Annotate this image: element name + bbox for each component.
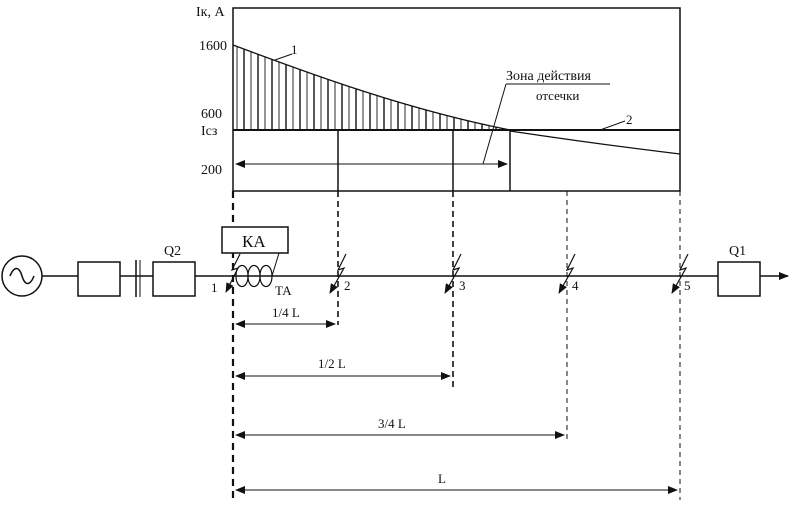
graph-frame bbox=[232, 7, 681, 192]
fault-current-curve bbox=[232, 44, 511, 131]
fault-arrow-icon bbox=[444, 253, 462, 294]
curve-2-leader bbox=[599, 120, 626, 131]
curve-1-leader bbox=[274, 53, 293, 61]
fault-point-label: 3 bbox=[459, 278, 466, 293]
relay-box bbox=[221, 226, 289, 254]
fault-arrow-icon bbox=[558, 253, 576, 294]
tick-label-icz: Icз bbox=[201, 124, 218, 139]
dimension-full-label: L bbox=[438, 471, 446, 486]
circuit-line: Q2 КА ТА Q1 1 2 3 4 bbox=[1, 226, 789, 298]
fault-current-curve-continuation bbox=[509, 130, 681, 155]
fault-point-5: 5 bbox=[671, 253, 691, 294]
fault-point-3: 3 bbox=[444, 253, 466, 294]
curve-2-label: 2 bbox=[626, 112, 633, 127]
tick-label-1600: 1600 bbox=[199, 39, 227, 54]
fault-point-label: 1 bbox=[211, 280, 218, 295]
reactor-box bbox=[77, 261, 121, 297]
current-graph: Iк, А 1600 600 Icз 200 1 2 Зона действия… bbox=[196, 5, 681, 192]
fault-point-label: 2 bbox=[344, 278, 351, 293]
cutoff-hatch-area bbox=[236, 46, 497, 130]
dimension-quarter-label: 1/4 L bbox=[272, 305, 300, 320]
zone-label-leader bbox=[482, 83, 507, 165]
zone-label-line1: Зона действия bbox=[506, 69, 591, 84]
fault-arrow-icon bbox=[225, 253, 241, 293]
ct-label: ТА bbox=[275, 283, 292, 298]
tick-label-200: 200 bbox=[201, 163, 222, 178]
tick-label-600: 600 bbox=[201, 107, 222, 122]
current-transformer-icon bbox=[235, 252, 280, 288]
breaker-q2 bbox=[152, 261, 196, 297]
fault-point-2: 2 bbox=[329, 253, 351, 294]
dimension-lines: 1/4 L 1/2 L 3/4 L L bbox=[235, 305, 678, 494]
fault-point-4: 4 bbox=[558, 253, 579, 294]
dimension-three-quarter-label: 3/4 L bbox=[378, 416, 406, 431]
breaker-q2-label: Q2 bbox=[164, 244, 181, 259]
fault-point-1: 1 bbox=[211, 253, 241, 295]
fault-point-label: 5 bbox=[684, 278, 691, 293]
projection-lines bbox=[231, 191, 681, 500]
fault-arrow-icon bbox=[671, 253, 689, 294]
fault-arrow-icon bbox=[329, 253, 347, 294]
y-axis-label: Iк, А bbox=[196, 5, 225, 20]
relay-label: КА bbox=[242, 232, 266, 251]
generator-icon bbox=[1, 255, 43, 297]
fault-point-label: 4 bbox=[572, 278, 579, 293]
breaker-q1 bbox=[717, 261, 761, 297]
dimension-half-label: 1/2 L bbox=[318, 356, 346, 371]
zone-label-line2: отсечки bbox=[536, 88, 579, 103]
breaker-q1-label: Q1 bbox=[729, 244, 746, 259]
curve-1-label: 1 bbox=[291, 42, 298, 57]
